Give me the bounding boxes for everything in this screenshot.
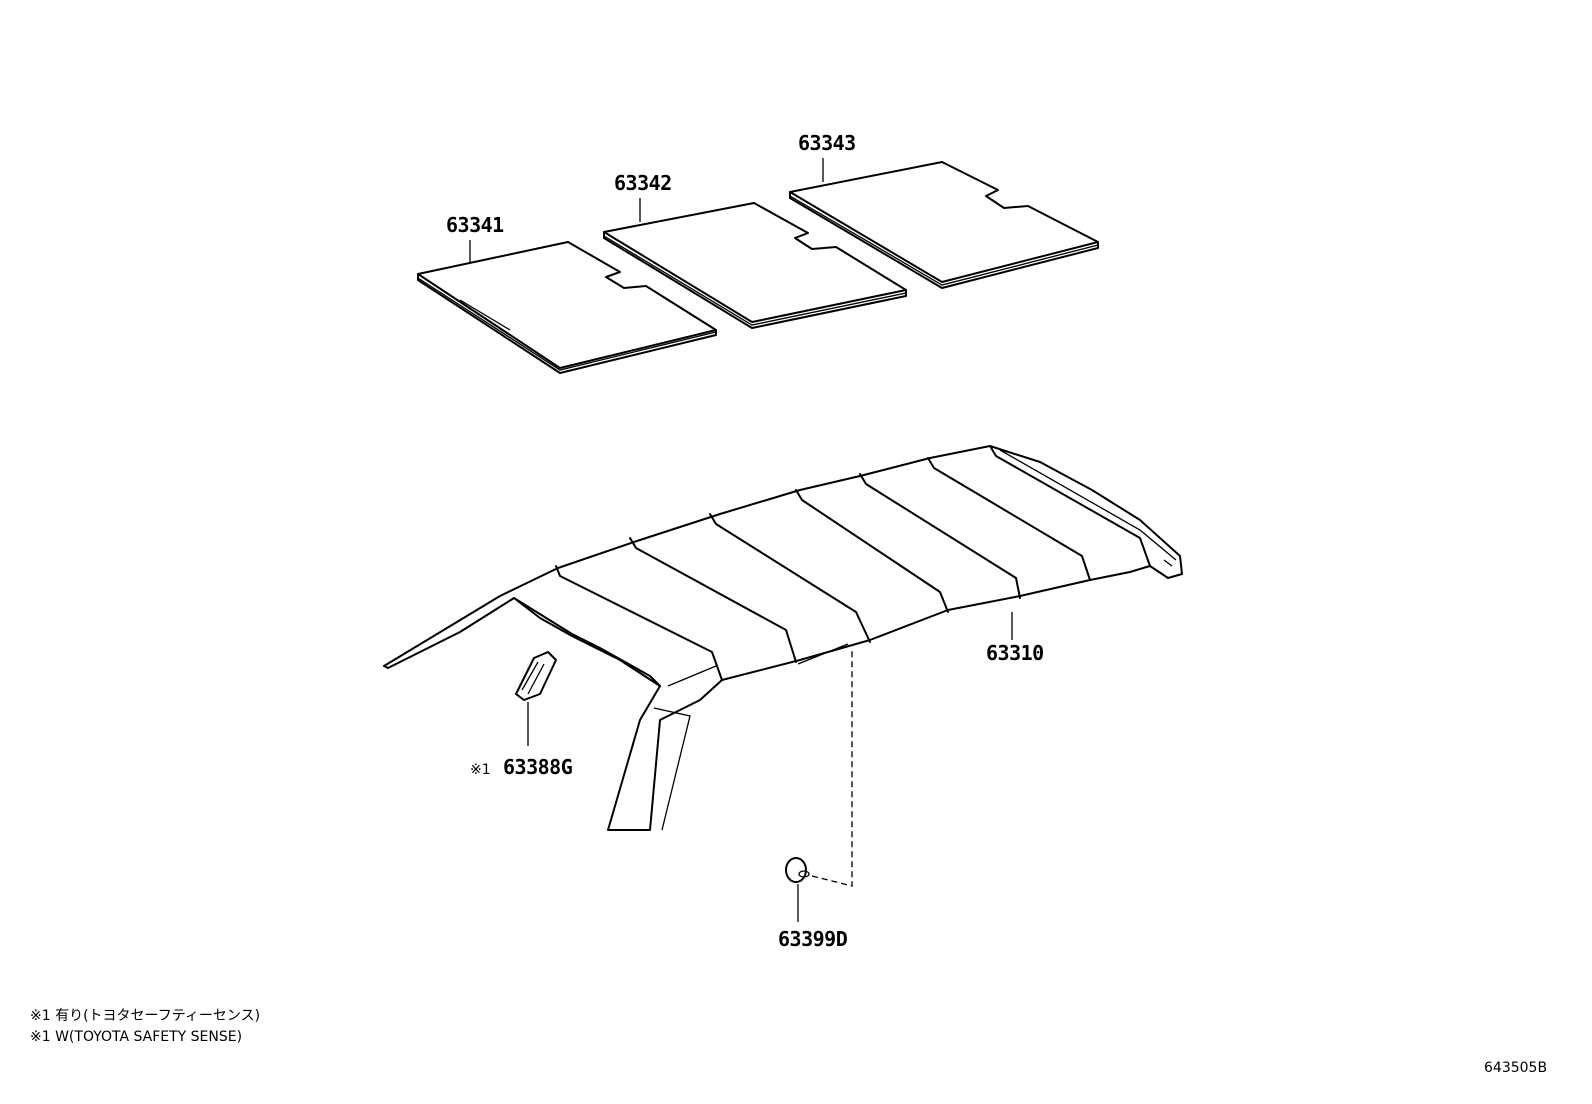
- label-63342: 63342: [614, 171, 672, 195]
- label-63399D: 63399D: [778, 927, 848, 951]
- label-63388G: 63388G: [503, 755, 573, 779]
- headliner-63310: [383, 445, 1183, 831]
- label-63343: 63343: [798, 131, 856, 155]
- roof-pad-63341: [417, 241, 717, 374]
- label-63341: 63341: [446, 213, 504, 237]
- label-63310: 63310: [986, 641, 1044, 665]
- clip-63399D: [785, 648, 853, 887]
- drawing-code: 643505B: [1484, 1060, 1547, 1076]
- label-cover-mark: ※1: [470, 762, 491, 778]
- note-english: ※1 W(TOYOTA SAFETY SENSE): [30, 1029, 242, 1045]
- leader-lines: [469, 158, 1013, 922]
- roof-pad-63342: [603, 202, 907, 329]
- cover-63388G: [515, 651, 557, 701]
- note-japanese: ※1 有り(トヨタセーフティーセンス): [30, 1008, 260, 1024]
- roof-pad-63343: [789, 161, 1099, 289]
